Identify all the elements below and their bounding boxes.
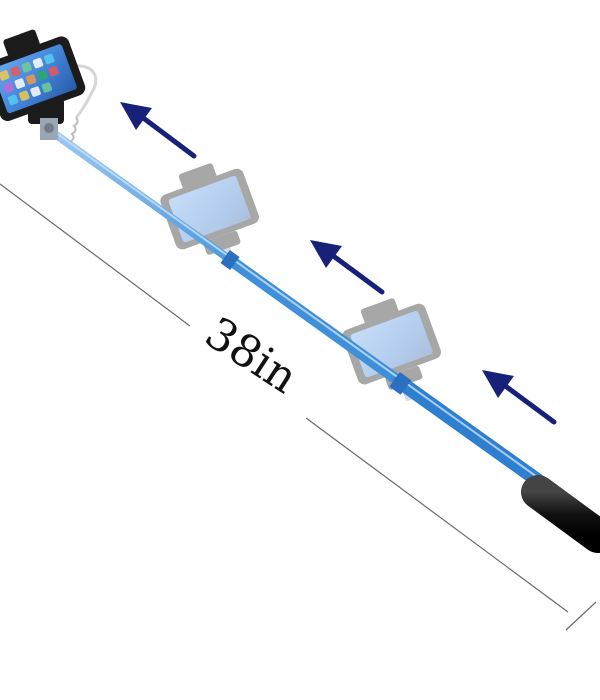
- telescopic-pole: [48, 128, 547, 489]
- dimension-line: [0, 183, 597, 631]
- smartphone-icon: [0, 29, 86, 121]
- phone-holder-top: [28, 98, 64, 140]
- left-arrow-icon: [310, 240, 385, 295]
- coiled-cable: [69, 64, 98, 143]
- foam-grip: [521, 475, 600, 553]
- left-arrow-icon: [482, 370, 557, 425]
- left-arrow-icon: [120, 102, 197, 159]
